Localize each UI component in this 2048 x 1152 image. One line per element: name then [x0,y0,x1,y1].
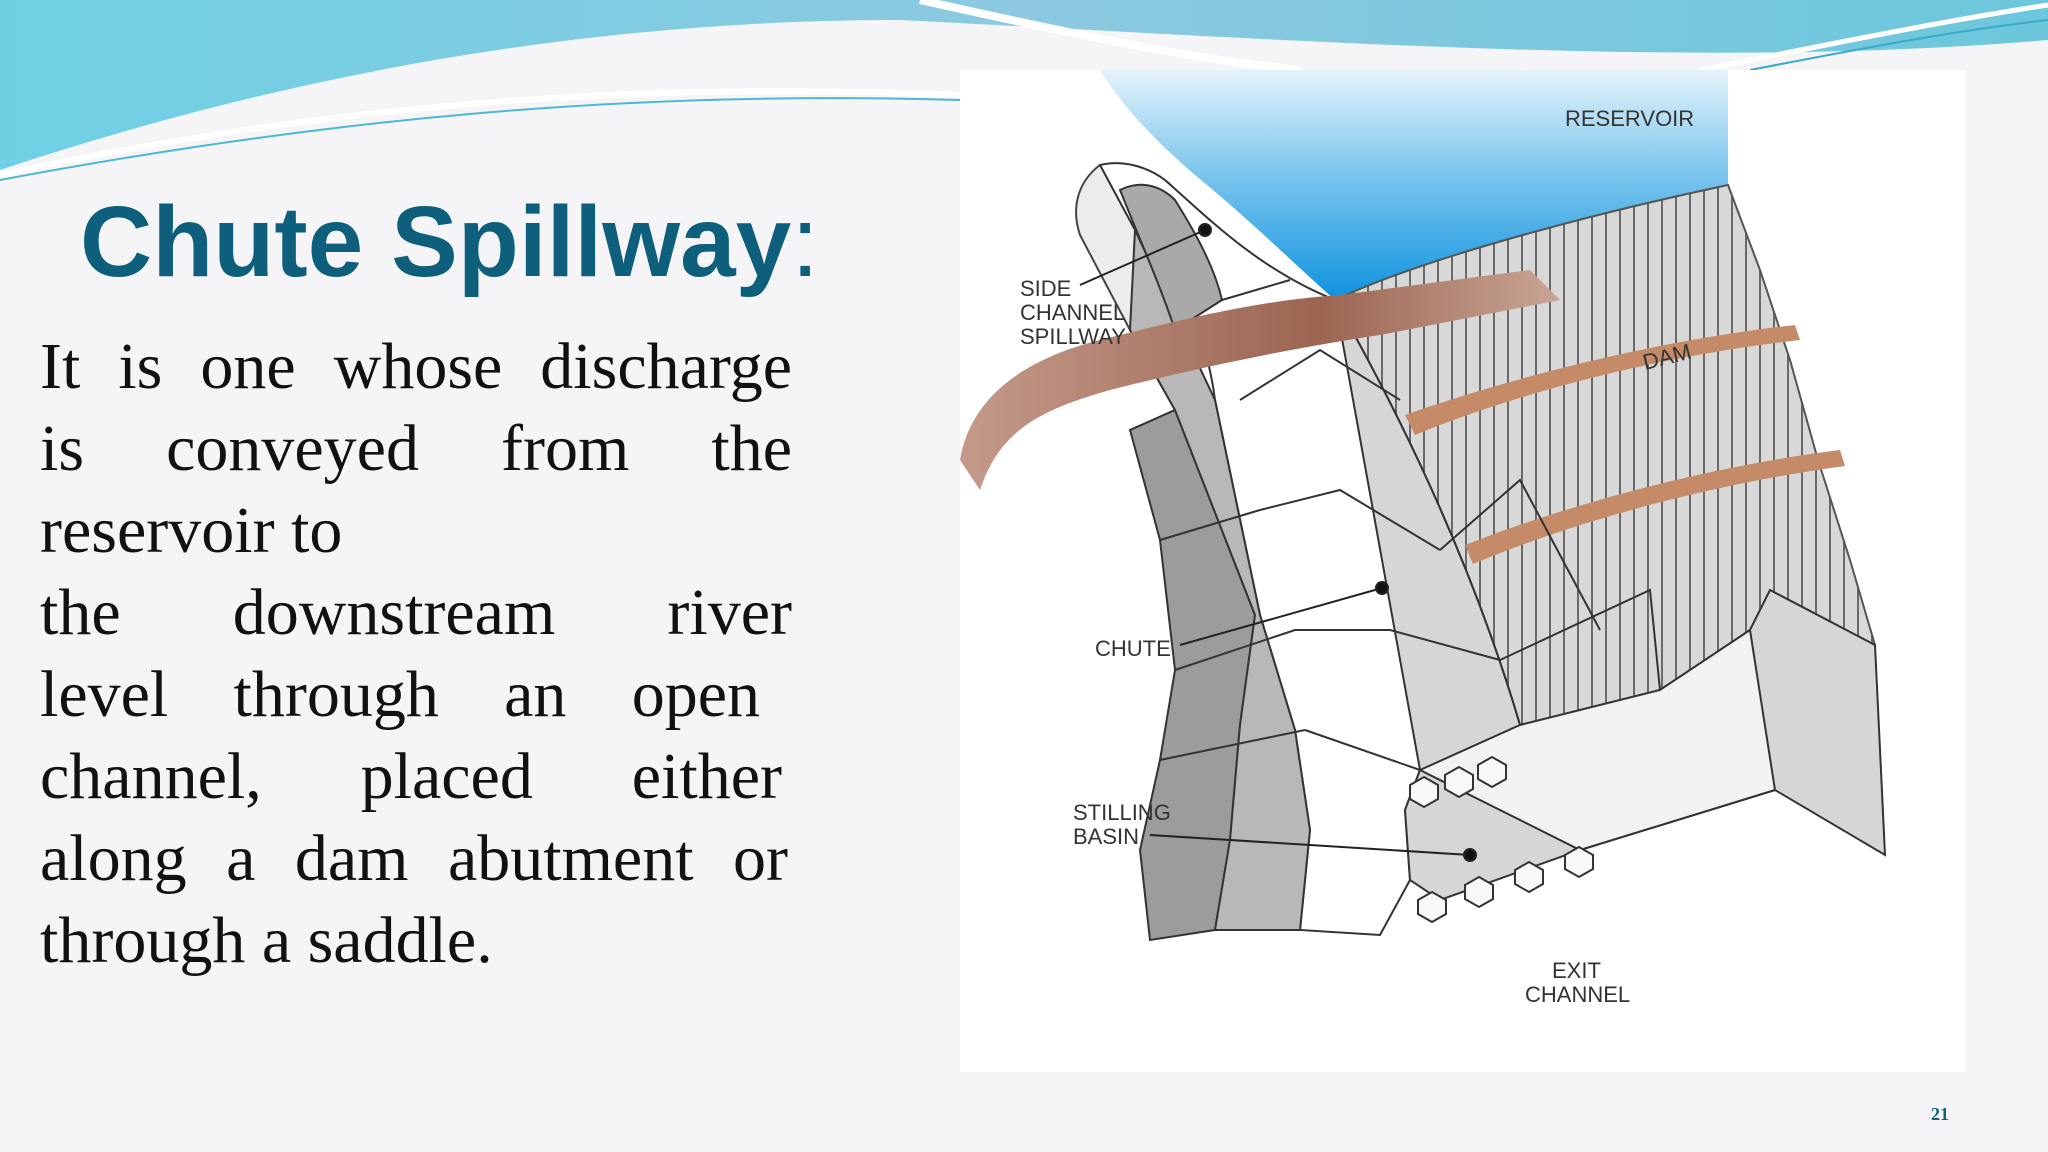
leader-lines [1079,223,1477,862]
slide-title-text: Chute Spillway [80,186,792,298]
chute-left-wall [1128,229,1312,931]
body-line: channel, placed either [40,740,782,813]
slide-title: Chute Spillway: [80,182,819,302]
body-line: through a saddle. [40,904,493,977]
right-joint [1499,588,1661,691]
chute-joint [1304,729,1421,771]
baffle-block [1444,765,1474,799]
body-line: It is one whose discharge [40,330,792,403]
baffle-block [1477,755,1507,789]
chute-joint [1221,279,1291,301]
slide-title-colon: : [791,186,820,298]
chute-joint [1295,629,1501,661]
bank-joint [1159,729,1306,761]
body-line: the downstream river [40,576,792,649]
leader-dot [1463,848,1477,862]
bank-joint [1174,629,1296,671]
access-road [960,270,1560,490]
baffle-block [1464,875,1494,909]
baffle-block [1564,845,1594,879]
header-wave-decoration [0,0,2048,181]
body-line: is conveyed from the [40,412,792,485]
right-joint [1439,478,1601,631]
chute-joint [1259,488,1441,551]
label-side-channel-2: CHANNEL [1020,300,1125,325]
baffle-blocks [1409,755,1594,924]
label-side-channel-1: SIDE [1020,276,1071,301]
bank-joint [1159,509,1261,541]
label-exit-1: EXIT [1552,958,1601,983]
spillway-diagram-svg: RESERVOIR DAM SIDE CHANNEL SPILLWAY CHUT… [960,70,1887,1007]
chute-joint [1239,348,1401,401]
page-number: 21 [1931,1104,1949,1124]
label-reservoir: RESERVOIR [1565,106,1694,131]
label-stilling-1: STILLING [1073,800,1171,825]
body-paragraph: It is one whose discharge is conveyed fr… [40,326,792,982]
body-line: along a dam abutment or [40,822,788,895]
body-line: reservoir to [40,494,343,567]
label-exit-2: CHANNEL [1525,982,1630,1007]
side-channel-top [1118,183,1224,332]
spillway-diagram: RESERVOIR DAM SIDE CHANNEL SPILLWAY CHUT… [960,70,1965,1072]
leader-dot [1375,581,1389,595]
baffle-block [1514,860,1544,894]
dam-stripe [1405,325,1800,435]
baffle-block [1409,775,1439,809]
reservoir-water [1100,70,1728,300]
label-stilling-2: BASIN [1073,824,1139,849]
baffle-block [1417,890,1447,924]
body-line: level through an open [40,658,760,731]
label-side-channel-3: SPILLWAY [1020,324,1126,349]
label-chute: CHUTE [1095,636,1171,661]
leader-dot [1198,223,1212,237]
dam-stripe [1465,450,1845,564]
